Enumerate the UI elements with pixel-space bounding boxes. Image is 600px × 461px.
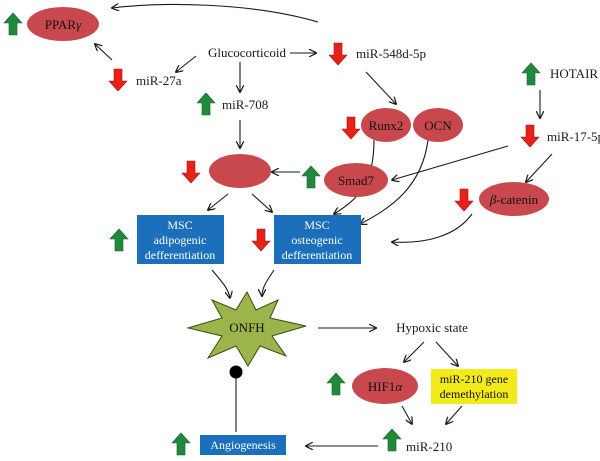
mir708-label: miR-708 bbox=[222, 97, 268, 112]
smad7-label: Smad7 bbox=[338, 173, 375, 188]
msc-adipo-line2: adipogenic bbox=[154, 233, 207, 247]
msc-osteo-line2: osteogenic bbox=[291, 233, 342, 247]
hif1a-label: HIF1 bbox=[368, 379, 395, 394]
edge-mir548-runx2 bbox=[365, 71, 396, 104]
node-msc-adipogenic: MSC adipogenic defferentiation bbox=[137, 215, 224, 264]
bcatenin-symbol: β bbox=[489, 192, 497, 207]
msc-osteo-line3: defferentiation bbox=[282, 248, 352, 262]
msc-adipo-line3: defferentiation bbox=[145, 248, 215, 262]
bcatenin-label: -catenin bbox=[496, 192, 538, 207]
demeth-line1: miR-210 gene bbox=[440, 372, 508, 386]
mir27a-label: miR-27a bbox=[136, 73, 182, 88]
up-arrow-smad7 bbox=[301, 165, 321, 189]
edge-mir17-bcatenin bbox=[526, 153, 553, 182]
edge-ellipse-adipo bbox=[208, 193, 229, 210]
node-unnamed-ellipse bbox=[209, 154, 271, 188]
edge-mir17-smad7 bbox=[392, 145, 509, 180]
edge-adipo-onfh bbox=[211, 269, 230, 298]
svg-text:PPARγ: PPARγ bbox=[45, 17, 82, 32]
ocn-label: OCN bbox=[424, 118, 452, 133]
up-arrow-msc-adipo bbox=[109, 228, 129, 252]
edge-osteo-onfh bbox=[262, 269, 275, 296]
edge-glucocorticoid-pparg bbox=[112, 5, 319, 23]
up-arrow-hotair bbox=[521, 62, 541, 86]
node-smad7: Smad7 bbox=[324, 163, 388, 197]
node-bcatenin: β-catenin bbox=[479, 182, 549, 216]
down-arrow-mir27a bbox=[108, 68, 128, 92]
node-hif1a: HIF1α bbox=[352, 368, 418, 404]
node-ocn: OCN bbox=[413, 108, 463, 142]
node-pparg: PPARγ bbox=[27, 7, 99, 41]
hotair-label: HOTAIR bbox=[550, 66, 598, 81]
edge-bcatenin-osteo bbox=[392, 213, 473, 242]
up-arrow-angiogenesis bbox=[171, 432, 191, 456]
mir548-label: miR-548d-5p bbox=[356, 46, 426, 61]
pparg-symbol: γ bbox=[76, 17, 82, 32]
demeth-line2: demethylation bbox=[440, 387, 509, 401]
glucocorticoid-label: Glucocorticoid bbox=[208, 45, 286, 60]
up-arrow-mir210 bbox=[382, 428, 402, 452]
hif1a-symbol: α bbox=[395, 379, 403, 394]
up-arrow-hif1a bbox=[326, 372, 346, 396]
down-arrow-ellipse bbox=[181, 160, 201, 184]
edge-ellipse-osteo bbox=[251, 193, 272, 212]
edge-hypoxic-hif1a bbox=[404, 341, 425, 362]
down-arrow-bcatenin bbox=[454, 188, 474, 212]
edge-mir27a-pparg bbox=[95, 44, 113, 61]
edge-hif1a-mir210 bbox=[401, 405, 412, 424]
up-arrow-mir708 bbox=[196, 92, 216, 116]
node-angiogenesis: Angiogenesis bbox=[200, 435, 286, 455]
pparg-label: PPAR bbox=[45, 17, 77, 32]
svg-text:HIF1α: HIF1α bbox=[368, 379, 403, 394]
mir210-label: miR-210 bbox=[406, 439, 452, 454]
hypoxic-label: Hypoxic state bbox=[396, 320, 468, 335]
down-arrow-msc-osteo bbox=[251, 228, 271, 252]
edge-demeth-mir210 bbox=[446, 405, 463, 424]
angiogenesis-label: Angiogenesis bbox=[210, 438, 276, 452]
onfh-label: ONFH bbox=[229, 320, 264, 335]
mir17-label: miR-17-5p bbox=[547, 129, 600, 144]
down-arrow-runx2 bbox=[341, 116, 361, 140]
down-arrow-mir548 bbox=[328, 42, 348, 66]
edge-ocn-osteo bbox=[360, 139, 429, 224]
node-onfh: ONFH bbox=[186, 290, 307, 367]
svg-text:β-catenin: β-catenin bbox=[489, 192, 539, 207]
msc-adipo-line1: MSC bbox=[167, 218, 192, 232]
inhibition-dot bbox=[229, 365, 243, 379]
msc-osteo-line1: MSC bbox=[304, 218, 329, 232]
edge-glucocorticoid-mir27a bbox=[176, 55, 197, 72]
up-arrow-pparg bbox=[3, 12, 23, 36]
down-arrow-mir17 bbox=[520, 124, 540, 148]
node-mir210-demethylation: miR-210 gene demethylation bbox=[431, 369, 517, 404]
edge-hypoxic-demeth bbox=[435, 341, 458, 366]
runx2-label: Runx2 bbox=[369, 118, 404, 133]
node-msc-osteogenic: MSC osteogenic defferentiation bbox=[274, 215, 361, 264]
node-runx2: Runx2 bbox=[361, 108, 411, 142]
